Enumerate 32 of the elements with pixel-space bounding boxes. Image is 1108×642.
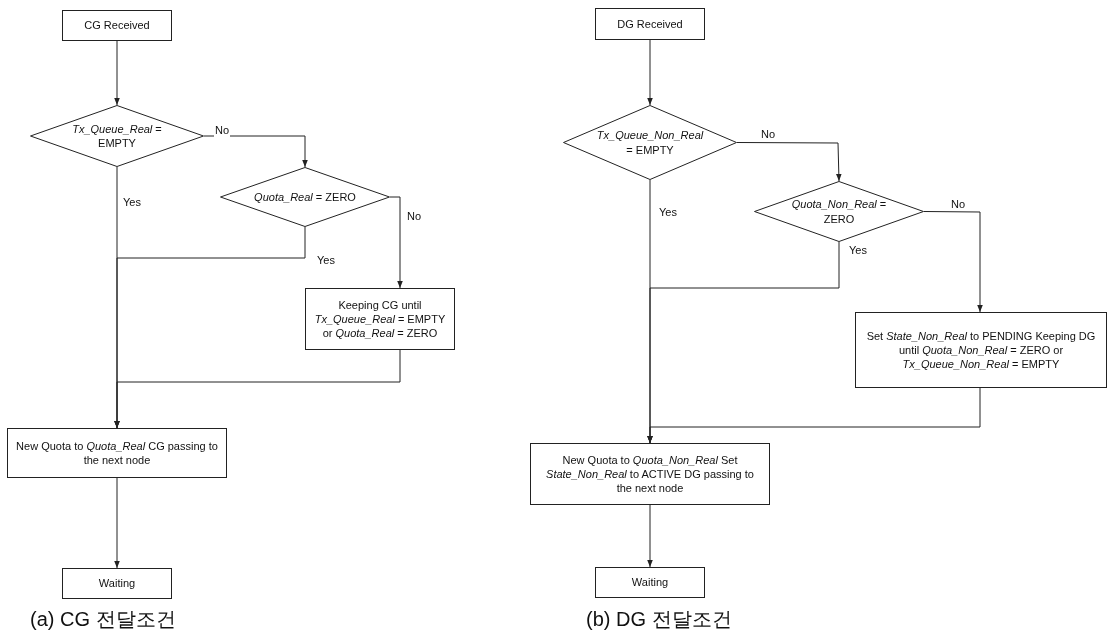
process-box: Keeping CG until Tx_Queue_Real = EMPTY or Quota_Real = ZERO (305, 288, 455, 350)
edge-label: No (760, 128, 777, 141)
arrow (923, 211, 983, 313)
edge-label: Yes (122, 196, 142, 209)
arrow (647, 504, 653, 568)
process-box: New Quota to Quota_Real CG passing to the next node (7, 428, 227, 478)
process-box: New Quota to Quota_Non_Real Set State_Non_Real to ACTIVE DG passing to the next node (530, 443, 770, 505)
process-box: DG Received (595, 8, 705, 40)
figure-caption: (b) DG 전달조건 (586, 607, 732, 632)
edge-label: No (950, 198, 967, 211)
arrow (389, 196, 403, 289)
edge-label: Yes (316, 254, 336, 267)
arrow (647, 387, 981, 444)
decision-diamond: Tx_Queue_Non_Real = EMPTY (563, 105, 737, 180)
arrow (736, 142, 842, 182)
decision-diamond: Quota_Real = ZERO (220, 167, 390, 227)
process-box: Waiting (62, 568, 172, 599)
arrow (647, 39, 653, 106)
decision-diamond: Tx_Queue_Real = EMPTY (30, 105, 204, 167)
edge-label: No (406, 210, 423, 223)
edge-label: Yes (658, 206, 678, 219)
decision-diamond: Quota_Non_Real = ZERO (754, 181, 924, 242)
arrow (114, 349, 401, 429)
process-box: Waiting (595, 567, 705, 598)
process-box: CG Received (62, 10, 172, 41)
figure-caption: (a) CG 전달조건 (30, 607, 176, 632)
arrow (114, 477, 120, 569)
arrow (203, 135, 308, 168)
edge-label: Yes (848, 244, 868, 257)
edge-label: No (214, 124, 231, 137)
process-box: Set State_Non_Real to PENDING Keeping DG until Quota_Non_Real = ZERO or Tx_Queue_Non_Real = EMPTY (855, 312, 1107, 388)
arrow (114, 40, 120, 106)
